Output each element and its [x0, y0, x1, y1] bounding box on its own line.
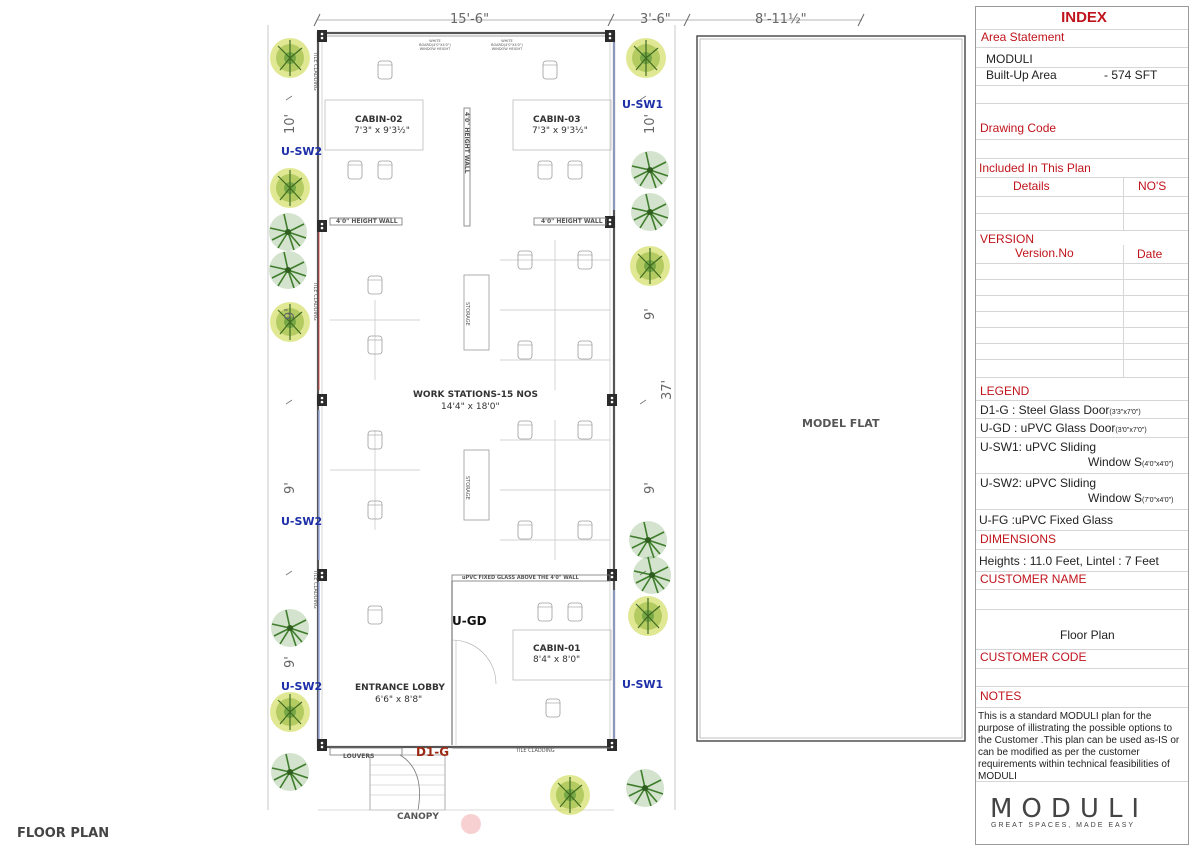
- drawing-code-heading: Drawing Code: [980, 121, 1057, 135]
- window-board-2: WHITE BOARD(4'0"X4'0") WINDOW HEIGHT: [491, 39, 523, 51]
- workstations-name: WORK STATIONS-15 NOS: [413, 390, 539, 400]
- area-statement-heading: Area Statement: [981, 30, 1065, 44]
- legend-usw1-line2: Window S(4'0"x4'0"): [1088, 455, 1174, 469]
- notes-heading: NOTES: [980, 689, 1022, 703]
- legend-ugd: U-GD : uPVC Glass Door(3'0"x7'0"): [980, 421, 1147, 435]
- customer-name-heading: CUSTOMER NAME: [980, 572, 1087, 586]
- index-panel: INDEX Area Statement MODULI Built-Up Are…: [975, 6, 1189, 845]
- plan-title: FLOOR PLAN: [17, 826, 110, 841]
- cabin02-name: CABIN-02: [355, 115, 403, 125]
- version-no-column: Version.No: [1015, 246, 1074, 260]
- version-heading: VERSION: [980, 232, 1035, 246]
- height-wall-right: 4'0" HEIGHT WALL: [541, 218, 603, 225]
- dim-top-flat: 8'-11½": [755, 12, 807, 27]
- tag-d1g: D1-G: [416, 745, 450, 759]
- cabin01-size: 8'4" x 8'0": [533, 655, 581, 665]
- dimensions-heading: DIMENSIONS: [980, 532, 1057, 546]
- fixed-glass-label: uPVC FIXED GLASS ABOVE THE 4'0" WALL: [462, 575, 579, 581]
- built-up-value: - 574 SFT: [1104, 68, 1158, 82]
- company-name: MODULI: [986, 52, 1033, 66]
- tag-usw1-bottom: U-SW1: [622, 678, 664, 691]
- dim-top-main: 15'-6": [450, 12, 490, 27]
- built-up-label: Built-Up Area: [986, 68, 1057, 82]
- tag-usw1-top: U-SW1: [622, 98, 664, 111]
- workstations-size: 14'4" x 18'0": [441, 402, 500, 412]
- lobby-name: ENTRANCE LOBBY: [355, 683, 445, 693]
- tile-cladding-4: TILE CLADDING: [516, 748, 555, 754]
- moduli-logo: MODULI: [990, 794, 1149, 824]
- dim-right-1: 10': [643, 113, 658, 134]
- height-wall-vertical: 4'0" HEIGHT WALL: [463, 112, 470, 174]
- tile-cladding-3: TILE CLADDING: [312, 570, 318, 609]
- legend-d1g: D1-G : Steel Glass Door(3'3"x7'0"): [980, 403, 1141, 417]
- moduli-tagline: GREAT SPACES, MADE EASY: [991, 822, 1136, 829]
- index-title: INDEX: [1061, 9, 1107, 26]
- dim-left-2: 9': [283, 308, 298, 320]
- canopy-label: CANOPY: [397, 812, 439, 822]
- height-wall-left: 4'0" HEIGHT WALL: [336, 218, 398, 225]
- storage-1: STORAGE: [464, 302, 470, 326]
- heights-text: Heights : 11.0 Feet, Lintel : 7 Feet: [979, 554, 1159, 568]
- louvers-label: LOUVERS: [343, 753, 375, 760]
- notes-text: This is a standard MODULI plan for the p…: [978, 711, 1180, 782]
- plan-svg: [267, 13, 966, 834]
- lobby-size: 6'6" x 8'8": [375, 695, 423, 705]
- nos-column: NO'S: [1138, 179, 1167, 193]
- dim-right-2: 9': [643, 308, 658, 320]
- legend-usw1: U-SW1: uPVC Sliding: [980, 440, 1097, 454]
- customer-code-heading: CUSTOMER CODE: [980, 650, 1087, 664]
- tag-ugd: U-GD: [452, 614, 487, 628]
- window-board-1: WHITE BOARD(4'0"X4'0") WINDOW HEIGHT: [419, 39, 451, 51]
- legend-heading: LEGEND: [980, 384, 1030, 398]
- date-column: Date: [1137, 247, 1163, 261]
- legend-usw2-line2: Window S(7'0"x4'0"): [1088, 491, 1174, 505]
- tag-usw2-c: U-SW2: [281, 680, 323, 693]
- included-heading: Included In This Plan: [979, 161, 1091, 175]
- cabin03-name: CABIN-03: [533, 115, 581, 125]
- dim-left-3: 9': [283, 482, 298, 494]
- customer-name-value: Floor Plan: [1060, 628, 1115, 642]
- model-flat-label: MODEL FLAT: [802, 417, 880, 430]
- dim-total: 37': [660, 379, 675, 400]
- details-column: Details: [1013, 179, 1050, 193]
- cabin02-size: 7'3" x 9'3½": [354, 126, 410, 136]
- tag-usw2-a: U-SW2: [281, 145, 323, 158]
- storage-2: STORAGE: [464, 476, 470, 500]
- tile-cladding-1: TILE CLADDING: [312, 52, 318, 91]
- tile-cladding-2: TILE CLADDING: [312, 282, 318, 321]
- legend-usw2: U-SW2: uPVC Sliding: [980, 476, 1097, 490]
- dim-left-4: 9': [283, 656, 298, 668]
- dim-left-1: 10': [283, 113, 298, 134]
- tag-usw2-b: U-SW2: [281, 515, 323, 528]
- cabin03-size: 7'3" x 9'3½": [532, 126, 588, 136]
- floor-plan-drawing: 15'-6" 3'-6" 8'-11½" 10' 9' 9' 9' 10' 9'…: [17, 12, 966, 841]
- cabin01-name: CABIN-01: [533, 644, 581, 654]
- dim-right-3: 9': [643, 482, 658, 494]
- dim-top-side: 3'-6": [640, 12, 671, 27]
- legend-ufg: U-FG :uPVC Fixed Glass: [979, 513, 1114, 527]
